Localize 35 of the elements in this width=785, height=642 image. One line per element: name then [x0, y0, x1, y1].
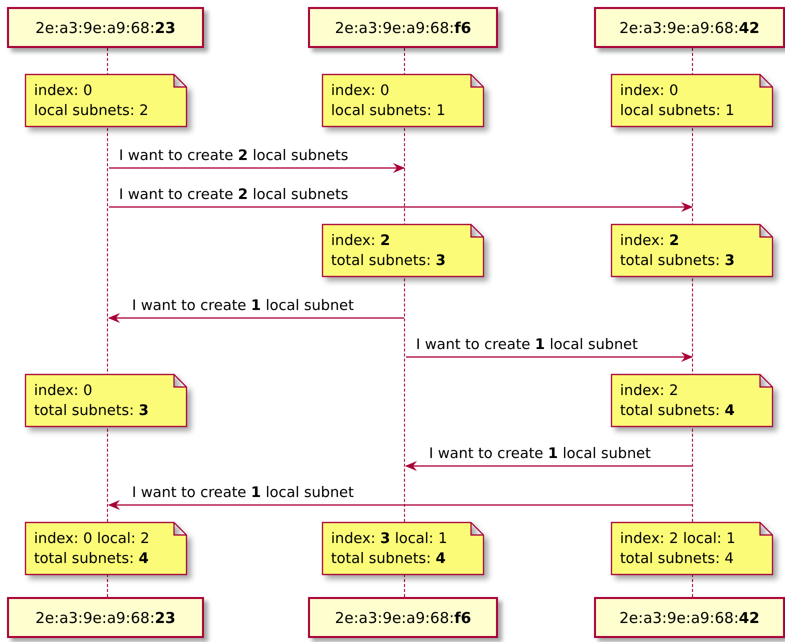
- lifeline: [692, 48, 694, 597]
- message-arrow: [406, 352, 693, 362]
- note-text: index: 0: [331, 82, 390, 101]
- participant-box: 2e:a3:9e:a9:68:23: [7, 597, 204, 638]
- note-text: total subnets: 4: [620, 402, 736, 421]
- message-arrow: [108, 500, 692, 510]
- note-text: index: 2 local: 1: [620, 530, 737, 549]
- participant-box: 2e:a3:9e:a9:68:f6: [308, 597, 498, 638]
- note-text: index: 0: [34, 82, 94, 101]
- note-text: index: 0: [620, 82, 680, 101]
- note-text: total subnets: 4: [34, 550, 150, 569]
- note-text: index: 2: [620, 382, 680, 401]
- participant-box: 2e:a3:9e:a9:68:42: [594, 597, 785, 638]
- note-text: index: 3 local: 1: [331, 530, 448, 549]
- note-text: total subnets: 4: [331, 550, 447, 569]
- lifeline: [404, 48, 406, 597]
- note-text: index: 0 local: 2: [34, 530, 151, 549]
- note-text: index: 2: [620, 232, 680, 251]
- note-text: index: 0: [34, 382, 94, 401]
- note-text: local subnets: 2: [34, 102, 150, 121]
- note-text: local subnets: 1: [331, 102, 446, 121]
- message-arrow: [109, 202, 693, 212]
- note-text: local subnets: 1: [620, 102, 736, 121]
- note-text: total subnets: 3: [620, 252, 736, 271]
- message-arrow: [109, 163, 405, 173]
- note-text: index: 2: [331, 232, 392, 251]
- note-text: total subnets: 3: [34, 402, 150, 421]
- message-arrow: [405, 461, 692, 471]
- note-text: total subnets: 3: [331, 252, 447, 271]
- note-text: total subnets: 4: [620, 550, 735, 569]
- message-arrow: [108, 313, 404, 323]
- participant-box: 2e:a3:9e:a9:68:f6: [308, 7, 498, 48]
- participant-box: 2e:a3:9e:a9:68:42: [594, 7, 785, 48]
- participant-box: 2e:a3:9e:a9:68:23: [7, 7, 204, 48]
- lifeline: [107, 48, 109, 597]
